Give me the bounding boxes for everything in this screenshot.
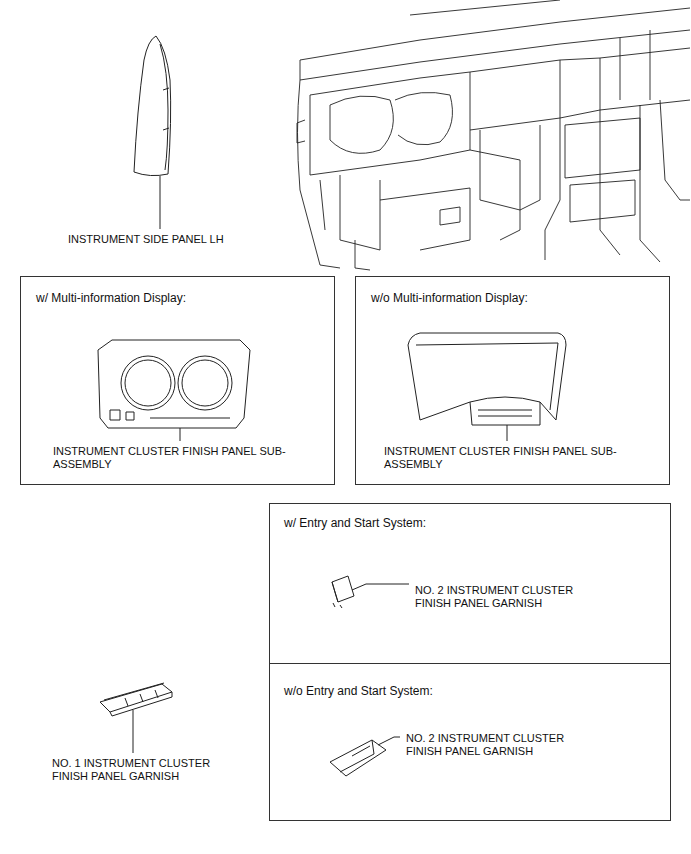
part-name: NO. 1 INSTRUMENT CLUSTER FINISH PANEL GA…: [52, 757, 242, 783]
variant-box: w/ Entry and Start System: NO. 2 INSTRUME…: [269, 503, 671, 664]
side-panel-drawing: [134, 36, 171, 176]
leader-line: [378, 737, 400, 745]
leader-line: [160, 176, 161, 229]
part-name: INSTRUMENT CLUSTER FINISH PANEL SUB-ASSE…: [384, 445, 634, 471]
cluster-panel-drawing: [98, 340, 250, 428]
leader-line: [507, 425, 508, 441]
variant-heading: w/o Multi-information Display:: [371, 291, 528, 305]
variant-box: w/o Multi-information Display: INSTRUMENT…: [355, 276, 670, 485]
garnish-drawing: [100, 683, 172, 716]
part-name: INSTRUMENT SIDE PANEL LH: [68, 233, 224, 246]
part-name: INSTRUMENT CLUSTER FINISH PANEL SUB-ASSE…: [53, 445, 303, 471]
leader-line: [133, 710, 134, 753]
part-name: NO. 2 INSTRUMENT CLUSTER FINISH PANEL GA…: [415, 584, 605, 610]
instrument-panel-drawing: [297, 0, 690, 270]
part-name: NO. 2 INSTRUMENT CLUSTER FINISH PANEL GA…: [406, 732, 596, 758]
garnish-drawing: [332, 576, 354, 608]
garnish-drawing: [330, 740, 386, 776]
leader-line: [352, 584, 409, 590]
variant-heading: w/ Multi-information Display:: [36, 291, 186, 305]
cluster-panel-drawing: [408, 333, 566, 425]
variant-heading: w/ Entry and Start System:: [284, 516, 426, 530]
leader-line: [180, 428, 181, 441]
variant-box: w/o Entry and Start System: NO. 2 INSTRUM…: [269, 663, 671, 821]
variant-box: w/ Multi-information Display: INSTRUMENT …: [20, 276, 335, 485]
variant-heading: w/o Entry and Start System:: [284, 684, 433, 698]
